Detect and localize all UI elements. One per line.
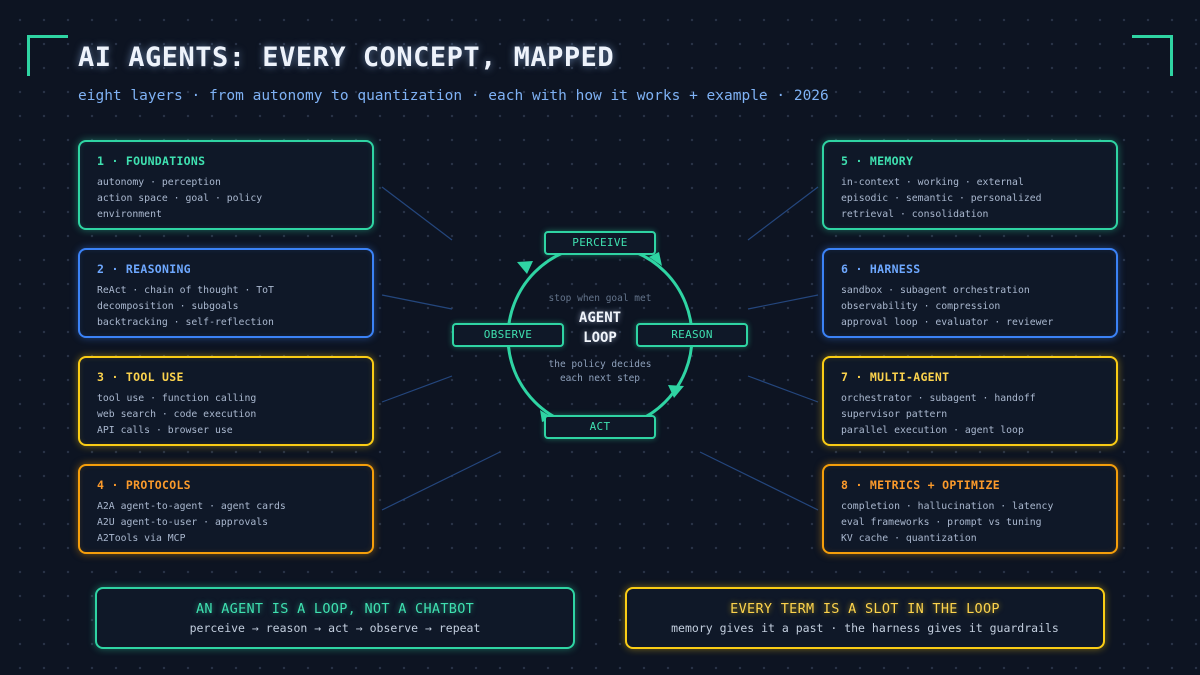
layer-title: 8 · METRICS + OPTIMIZE <box>841 478 1000 492</box>
banner-every-term-slot: EVERY TERM IS A SLOT IN THE LOOP memory … <box>625 587 1105 649</box>
banner-subtitle: memory gives it a past · the harness giv… <box>671 621 1059 635</box>
layer-line: A2U agent-to-user · approvals <box>97 517 269 528</box>
layer-title: 3 · TOOL USE <box>97 370 184 384</box>
layer-title: 6 · HARNESS <box>841 262 921 276</box>
layer-card-protocols: 4 · PROTOCOLS A2A agent-to-agent · agent… <box>78 464 374 554</box>
layer-line: observability · compression <box>841 301 1001 312</box>
arrow-observe-to-perceive <box>517 261 533 274</box>
layer-line: web search · code execution <box>97 409 257 420</box>
layer-line: tool use · function calling <box>97 393 257 404</box>
layer-line: orchestrator · subagent · handoff <box>841 393 1036 404</box>
layer-line: KV cache · quantization <box>841 533 977 544</box>
layer-line: completion · hallucination · latency <box>841 501 1054 512</box>
banner-title: AN AGENT IS A LOOP, NOT A CHATBOT <box>195 601 475 617</box>
layer-card-metrics-optimize: 8 · METRICS + OPTIMIZE completion · hall… <box>822 464 1118 554</box>
loop-node-reason: REASON <box>636 323 748 347</box>
page-subtitle: eight layers · from autonomy to quantiza… <box>78 88 829 104</box>
layer-title: 2 · REASONING <box>97 262 191 276</box>
layer-line: API calls · browser use <box>97 425 233 436</box>
loop-policy-note-line1: the policy decides <box>548 359 652 370</box>
layer-line: parallel execution · agent loop <box>841 425 1024 436</box>
connector-line-7 <box>747 375 819 403</box>
layer-line: episodic · semantic · personalized <box>841 193 1042 204</box>
layer-line: supervisor pattern <box>841 409 948 420</box>
connector-line-4 <box>381 451 501 511</box>
layer-line: action space · goal · policy <box>97 193 263 204</box>
connector-line-2 <box>381 294 453 310</box>
layer-card-foundations: 1 · FOUNDATIONS autonomy · perception ac… <box>78 140 374 230</box>
layer-line: eval frameworks · prompt vs tuning <box>841 517 1042 528</box>
layer-line: decomposition · subgoals <box>97 301 239 312</box>
loop-policy-note-line2: each next step <box>559 373 641 384</box>
loop-node-act: ACT <box>544 415 656 439</box>
connector-line-8 <box>699 451 819 511</box>
corner-bracket-top-left <box>27 35 68 76</box>
arrow-reason-to-act <box>668 385 684 398</box>
layer-line: A2A agent-to-agent · agent cards <box>97 501 286 512</box>
layer-title: 4 · PROTOCOLS <box>97 478 191 492</box>
layer-card-tool-use: 3 · TOOL USE tool use · function calling… <box>78 356 374 446</box>
corner-bracket-top-right <box>1132 35 1173 76</box>
layer-line: in-context · working · external <box>841 177 1024 188</box>
layer-card-harness: 6 · HARNESS sandbox · subagent orchestra… <box>822 248 1118 338</box>
layer-line: environment <box>97 209 162 220</box>
connector-line-1 <box>381 186 453 241</box>
layer-title: 5 · MEMORY <box>841 154 914 168</box>
page-title: AI AGENTS: EVERY CONCEPT, MAPPED <box>78 42 615 73</box>
loop-stop-note: stop when goal met <box>548 293 652 304</box>
layer-line: ReAct · chain of thought · ToT <box>97 285 274 296</box>
loop-title-line1: AGENT <box>578 310 622 326</box>
layer-card-multi-agent: 7 · MULTI-AGENT orchestrator · subagent … <box>822 356 1118 446</box>
layer-line: sandbox · subagent orchestration <box>841 285 1030 296</box>
layer-line: approval loop · evaluator · reviewer <box>841 317 1054 328</box>
connector-line-5 <box>747 186 819 241</box>
banner-subtitle: perceive → reason → act → observe → repe… <box>189 621 481 635</box>
layer-title: 1 · FOUNDATIONS <box>97 154 206 168</box>
layer-line: autonomy · perception <box>97 177 221 188</box>
layer-line: retrieval · consolidation <box>841 209 989 220</box>
layer-card-reasoning: 2 · REASONING ReAct · chain of thought ·… <box>78 248 374 338</box>
layer-title: 7 · MULTI-AGENT <box>841 370 950 384</box>
connector-line-3 <box>381 375 453 403</box>
layer-line: backtracking · self-reflection <box>97 317 274 328</box>
connector-line-6 <box>747 294 819 310</box>
banner-agent-is-loop: AN AGENT IS A LOOP, NOT A CHATBOT percei… <box>95 587 575 649</box>
banner-title: EVERY TERM IS A SLOT IN THE LOOP <box>730 601 1000 617</box>
loop-node-observe: OBSERVE <box>452 323 564 347</box>
loop-node-perceive: PERCEIVE <box>544 231 656 255</box>
layer-line: A2Tools via MCP <box>97 533 186 544</box>
loop-title-line2: LOOP <box>583 330 617 346</box>
layer-card-memory: 5 · MEMORY in-context · working · extern… <box>822 140 1118 230</box>
